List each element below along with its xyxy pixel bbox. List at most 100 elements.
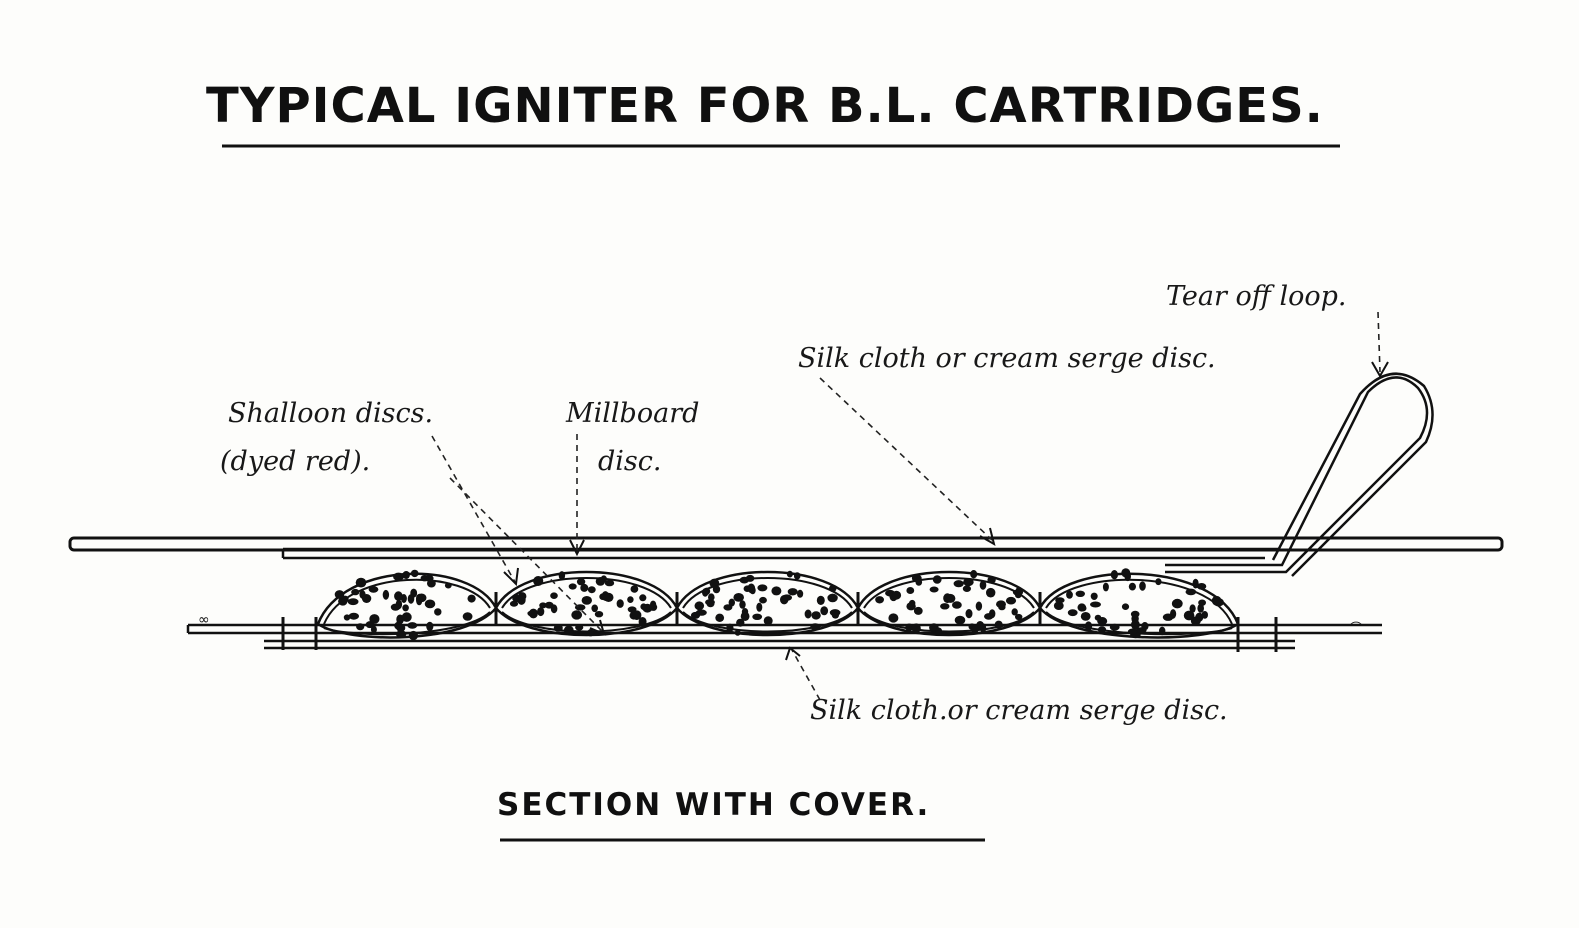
label-silk-cloth-bottom: Silk cloth.or cream serge disc. <box>810 695 1228 726</box>
powder-grain <box>739 576 749 584</box>
powder-grain <box>347 598 359 606</box>
powder-grain <box>1141 622 1149 631</box>
powder-grain <box>539 602 547 609</box>
powder-grain <box>553 624 563 632</box>
powder-grain <box>348 612 359 620</box>
powder-grain <box>1055 597 1065 604</box>
powder-grain <box>627 596 634 603</box>
powder-grain <box>568 583 577 590</box>
powder-grain <box>739 600 746 609</box>
powder-grain <box>632 610 642 620</box>
powder-grain <box>1196 583 1207 590</box>
powder-grain <box>630 585 639 593</box>
powder-grain <box>811 611 821 620</box>
powder-grain <box>752 613 763 620</box>
powder-grain <box>649 603 658 611</box>
powder-grain <box>943 593 952 604</box>
powder-grain <box>402 604 409 612</box>
powder-grain <box>1201 611 1209 619</box>
powder-grain <box>1079 605 1087 612</box>
label-millboard: Millboard <box>566 398 700 429</box>
powder-grain <box>537 607 545 617</box>
powder-grain <box>962 585 972 592</box>
powder-pocket <box>1038 568 1240 639</box>
powder-grain <box>467 594 476 603</box>
powder-grain <box>604 579 615 587</box>
powder-grain <box>1171 598 1183 609</box>
powder-grain <box>771 586 782 596</box>
powder-grain <box>1090 601 1101 608</box>
powder-grain <box>911 574 922 583</box>
powder-grain <box>571 610 583 620</box>
powder-grain <box>980 623 987 633</box>
powder-grain <box>394 591 403 601</box>
powder-grain <box>906 602 916 611</box>
powder-grain <box>963 578 974 587</box>
powder-grain <box>1128 582 1136 591</box>
powder-grain <box>1066 590 1073 599</box>
powder-grain <box>1198 599 1206 606</box>
powder-grain <box>575 624 584 631</box>
powder-grain <box>1130 610 1140 618</box>
powder-grain <box>359 590 366 599</box>
powder-grain <box>793 572 801 580</box>
powder-grain <box>595 577 606 586</box>
powder-grain <box>1131 619 1140 630</box>
powder-grain <box>702 588 709 597</box>
powder-grain <box>434 608 442 616</box>
powder-grain <box>1005 596 1017 605</box>
powder-grain <box>929 586 939 593</box>
powder-grain <box>756 602 763 612</box>
tear-off-loop <box>1165 372 1434 577</box>
powder-grain <box>1097 617 1108 626</box>
powder-grain <box>728 598 735 607</box>
shalloon-pockets <box>316 568 1240 641</box>
powder-grain <box>759 596 767 604</box>
powder-grain <box>984 613 994 620</box>
powder-grain <box>1011 608 1018 616</box>
powder-grain <box>987 576 996 584</box>
powder-grain <box>533 576 544 586</box>
powder-grain <box>356 623 365 631</box>
powder-grain <box>763 616 773 626</box>
powder-grain <box>382 589 390 600</box>
powder-grain <box>994 620 1003 629</box>
powder-grain <box>820 606 829 616</box>
powder-grain <box>1109 623 1120 631</box>
powder-grain <box>444 582 452 589</box>
powder-grain <box>580 583 589 592</box>
powder-grain <box>334 590 345 599</box>
svg-text:∞: ∞ <box>198 612 210 628</box>
powder-grain <box>343 614 351 621</box>
powder-grain <box>952 601 962 609</box>
label-shalloon-discs: Shalloon discs. <box>228 398 434 429</box>
powder-grain <box>427 579 436 588</box>
powder-grain <box>639 594 647 602</box>
powder-grain <box>828 584 837 593</box>
label-shalloon-dyed: (dyed red). <box>220 446 371 477</box>
label-millboard-disc: disc. <box>598 446 662 477</box>
powder-grain <box>368 586 379 593</box>
powder-grain <box>708 593 715 601</box>
powder-grain <box>705 599 715 606</box>
powder-grain <box>638 617 647 627</box>
powder-grain <box>827 593 838 603</box>
diagram-title: TYPICAL IGNITER FOR B.L. CARTRIDGES. <box>206 78 1324 134</box>
powder-grain <box>757 584 768 592</box>
powder-grain <box>420 575 429 582</box>
powder-grain <box>1067 609 1078 617</box>
powder-grain <box>402 571 410 579</box>
powder-pocket <box>494 570 679 637</box>
millboard-disc <box>281 547 1280 560</box>
powder-grain <box>804 609 812 619</box>
powder-grain <box>875 596 884 604</box>
powder-grain <box>888 613 899 623</box>
powder-grain <box>563 625 574 636</box>
powder-grain <box>351 588 360 596</box>
powder-grain <box>1015 592 1022 599</box>
powder-grain <box>1190 616 1201 626</box>
powder-grain <box>544 601 554 609</box>
powder-grain <box>891 590 902 600</box>
powder-grain <box>1197 603 1204 613</box>
